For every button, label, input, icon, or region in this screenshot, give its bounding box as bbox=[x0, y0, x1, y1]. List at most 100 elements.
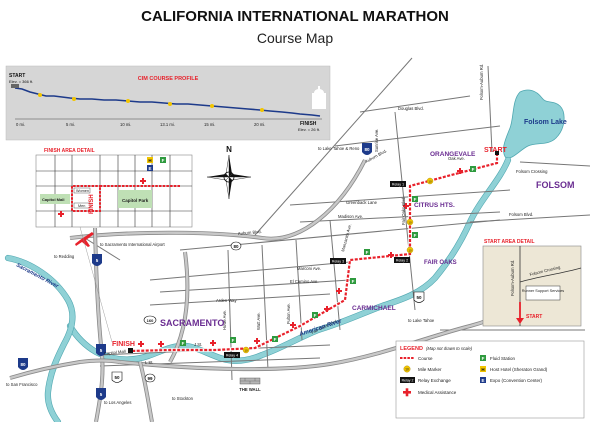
compass-north-label: N bbox=[226, 145, 232, 154]
svg-text:F: F bbox=[182, 341, 185, 346]
label-fair-oaks-blvd: Fair Oaks Blvd. bbox=[401, 196, 406, 225]
course-route bbox=[129, 153, 499, 353]
hotel-marker: H bbox=[147, 157, 153, 163]
legend-note: (Map not drawn to scale) bbox=[426, 346, 473, 351]
label-to-san-francisco: to San Francisco bbox=[6, 382, 38, 387]
svg-text:80: 80 bbox=[20, 362, 26, 367]
profile-mile-20: 20 mi. bbox=[254, 122, 265, 127]
label-to-stockton: to Stockton bbox=[172, 396, 194, 401]
legend-mile-symbol bbox=[403, 365, 411, 373]
profile-finish-label: FINISH bbox=[300, 121, 317, 127]
label-to-redding: to Redding bbox=[54, 254, 75, 259]
profile-start-label: START bbox=[9, 73, 25, 79]
road-howe bbox=[227, 249, 233, 381]
label-lake-tahoe-reno: to Lake Tahoe & Reno bbox=[318, 146, 360, 151]
rivers bbox=[4, 89, 565, 422]
capitol-park-area bbox=[118, 190, 152, 208]
fluid-station: F bbox=[470, 166, 476, 172]
place-folsom-lake: Folsom Lake bbox=[524, 119, 567, 126]
legend-relay-symbol bbox=[400, 377, 415, 383]
medical-assistance bbox=[138, 341, 144, 347]
business-80-shield: 80 bbox=[230, 241, 242, 251]
fluid-station: F bbox=[364, 249, 370, 255]
place-folsom: FOLSOM bbox=[536, 180, 575, 190]
label-arden: Arden Way bbox=[216, 298, 237, 303]
svg-text:5: 5 bbox=[100, 348, 103, 353]
label-auburn-blvd: Auburn Blvd. bbox=[238, 229, 262, 236]
ca-160-shield: 160 bbox=[143, 315, 157, 325]
legend: LEGEND (Map not drawn to scale) Course F… bbox=[395, 340, 585, 419]
profile-mile-5: 5 mi. bbox=[66, 122, 75, 127]
medical-assistance bbox=[324, 306, 330, 312]
svg-text:80: 80 bbox=[233, 244, 239, 249]
us-50-shield: 50 bbox=[413, 291, 425, 303]
svg-text:F: F bbox=[414, 233, 417, 238]
label-l-street: L St. bbox=[145, 360, 153, 365]
road-marconi bbox=[149, 261, 351, 281]
mile-marker: 10 bbox=[426, 177, 434, 185]
svg-text:H: H bbox=[148, 158, 151, 163]
compass-rose: N bbox=[206, 145, 252, 200]
profile-mile-13: 13.1 mi. bbox=[160, 122, 175, 127]
capitol-mall-label: Capitol Mall bbox=[42, 197, 64, 202]
svg-text:10: 10 bbox=[405, 368, 409, 372]
course-profile-panel: START Elev. = 366 ft. CIM COURSE PROFILE… bbox=[5, 65, 331, 141]
road-el-camino bbox=[159, 279, 351, 293]
svg-text:F: F bbox=[472, 167, 475, 172]
svg-text:Relay 2: Relay 2 bbox=[402, 379, 414, 383]
profile-start-icon bbox=[11, 84, 19, 88]
svg-text:F: F bbox=[232, 338, 235, 343]
start-detail-arrow-head bbox=[516, 318, 524, 324]
svg-text:50: 50 bbox=[114, 375, 120, 380]
capitol-mall-area bbox=[40, 194, 70, 204]
label-to-lake-tahoe: to Lake Tahoe bbox=[408, 318, 435, 323]
interstate-80-west-shield: 80 bbox=[18, 358, 28, 370]
svg-text:F: F bbox=[414, 197, 417, 202]
svg-text:5: 5 bbox=[100, 392, 103, 397]
medical-assistance bbox=[140, 178, 146, 184]
svg-text:F: F bbox=[482, 356, 485, 361]
mile-marker: 10 bbox=[406, 218, 414, 226]
medical-assistance bbox=[58, 211, 64, 217]
legend-hotel-label: Host Hotel (Sheraton Grand) bbox=[490, 367, 548, 372]
fluid-station: F bbox=[160, 157, 166, 163]
mile-marker: 10 bbox=[242, 346, 250, 354]
finish-detail-heading: FINISH AREA DETAIL bbox=[44, 148, 95, 154]
profile-finish-elevation: Elev. = 26 ft. bbox=[298, 127, 320, 132]
medical-assistance bbox=[254, 338, 260, 344]
label-sunrise: Sunrise Ave. bbox=[374, 129, 379, 152]
label-greenback: Greenback Lane bbox=[346, 200, 378, 205]
label-to-los-angeles: to Los Angeles bbox=[104, 400, 131, 405]
road-douglas bbox=[359, 95, 471, 113]
relay-exchange: Relay 1 bbox=[390, 181, 406, 187]
sacramento-river-edge bbox=[4, 254, 76, 422]
svg-text:Relay 1: Relay 1 bbox=[392, 183, 404, 187]
label-fulton: Fulton Ave. bbox=[286, 303, 291, 324]
label-douglas: Douglas Blvd. bbox=[398, 106, 424, 111]
legend-relay-label: Relay Exchange bbox=[418, 378, 451, 383]
road-manzanita bbox=[329, 219, 341, 331]
label-folsom-auburn: Folsom-Auburn Rd. bbox=[479, 64, 484, 100]
legend-hotel-symbol bbox=[480, 366, 486, 372]
legend-mile-label: Mile Marker bbox=[418, 367, 442, 372]
the-wall-label: THE WALL bbox=[239, 387, 261, 392]
fluid-station: F bbox=[412, 196, 418, 202]
highway-shields: 80 5 50 50 99 80 160 80 5 5 bbox=[18, 143, 425, 400]
label-watt: Watt Ave. bbox=[256, 312, 261, 330]
fluid-station: F bbox=[350, 278, 356, 284]
fluid-station: F bbox=[412, 232, 418, 238]
road-greenback bbox=[289, 189, 511, 206]
relay-exchange: Relay 2 bbox=[394, 257, 410, 263]
profile-mile-15: 15 mi. bbox=[204, 122, 215, 127]
place-citrus-heights: CITRUS HTS. bbox=[414, 202, 455, 209]
ca-99-shield: 99 bbox=[144, 373, 156, 383]
runner-support-box bbox=[525, 285, 561, 301]
place-sacramento: SACRAMENTO bbox=[160, 318, 224, 328]
capitol-icon bbox=[312, 86, 326, 109]
label-j-street: J St. bbox=[194, 342, 202, 347]
legend-fluid-label: Fluid Station bbox=[490, 356, 516, 361]
medical-assistance bbox=[388, 252, 394, 258]
label-manzanita: Manzanita Ave. bbox=[340, 223, 352, 252]
start-detail-road-label: Folsom-Auburn Rd. bbox=[510, 260, 515, 296]
label-howe: Howe Ave. bbox=[222, 310, 227, 330]
